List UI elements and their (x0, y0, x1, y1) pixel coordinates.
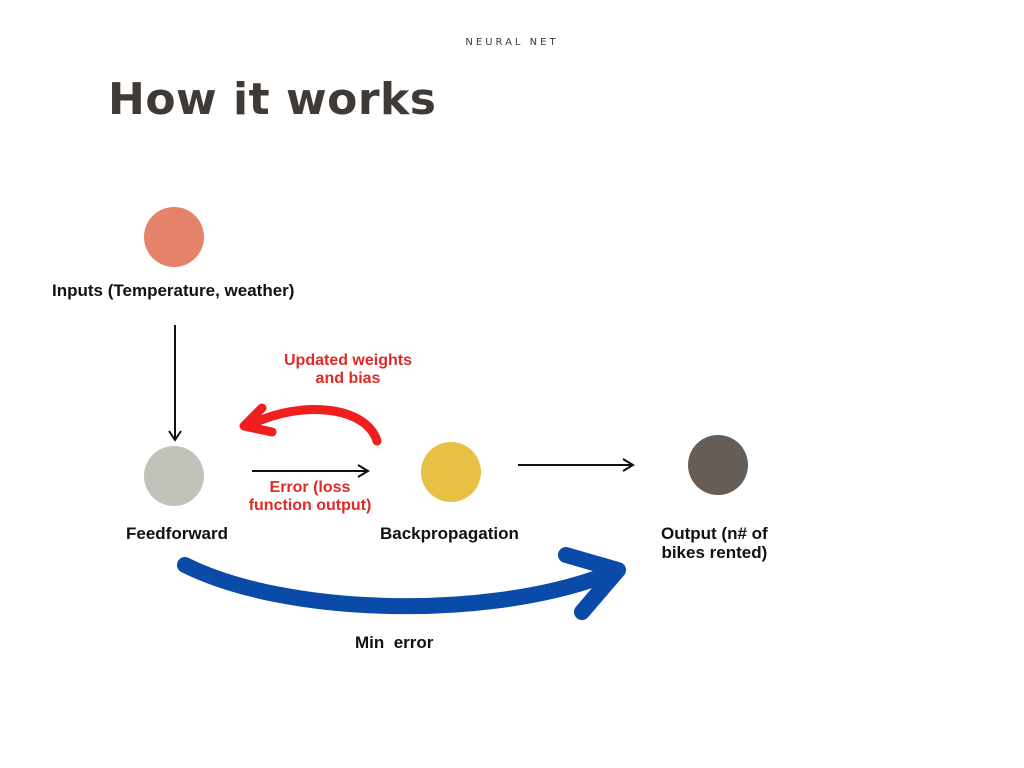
output-label: Output (n# of bikes rented) (661, 524, 768, 562)
output-node (688, 435, 748, 495)
min-error-label: Min error (355, 633, 434, 652)
updated-weights-line1: Updated weights (283, 352, 412, 369)
output-label-line1: Output (n# of (661, 524, 768, 543)
error-line2: function output) (248, 497, 372, 514)
backpropagation-node (421, 442, 481, 502)
inputs-label: Inputs (Temperature, weather) (52, 281, 295, 300)
feedforward-node (144, 446, 204, 506)
output-label-line2: bikes rented) (661, 543, 768, 562)
slide-title: How it works (108, 74, 437, 125)
updated-weights-arrow (239, 403, 382, 446)
down-arrow (168, 325, 182, 442)
section-kicker: NEURAL NET (465, 37, 559, 48)
output-arrow (518, 458, 635, 472)
inputs-node (144, 207, 204, 267)
updated-weights-line2: and bias (315, 370, 381, 387)
feedforward-label: Feedforward (126, 524, 229, 543)
updated-weights-label: Updated weights and bias (270, 352, 426, 388)
error-line1: Error (loss (269, 479, 351, 496)
error-arrow (252, 464, 370, 478)
error-label: Error (loss function output) (236, 479, 384, 515)
backpropagation-label: Backpropagation (380, 524, 519, 543)
min-error-arrow (177, 547, 626, 620)
